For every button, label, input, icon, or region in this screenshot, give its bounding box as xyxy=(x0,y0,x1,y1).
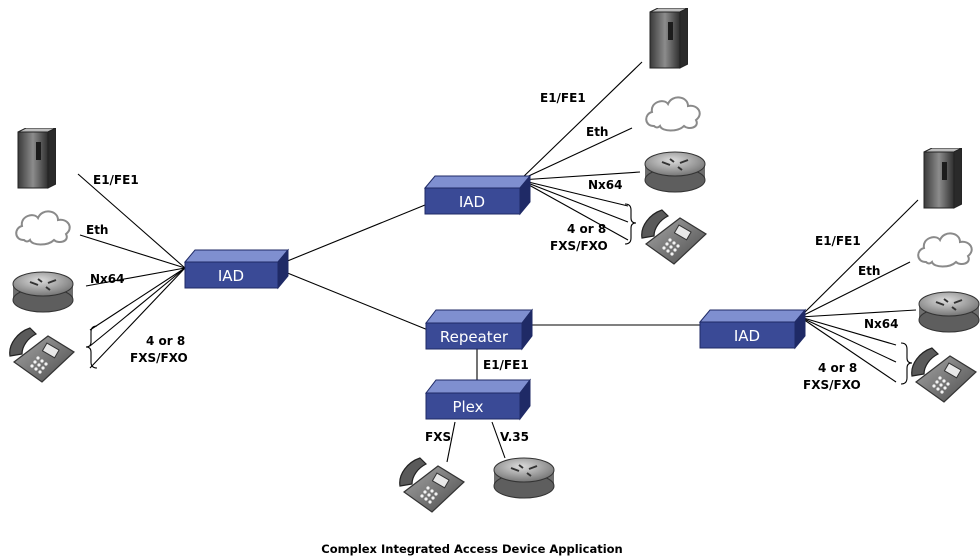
plex-label: Plex xyxy=(452,398,483,416)
iad-left: IAD xyxy=(183,248,290,290)
iad-right-label: IAD xyxy=(734,327,760,345)
right-ports-type: FXS/FXO xyxy=(803,378,861,392)
top-ports-type: FXS/FXO xyxy=(550,239,608,253)
left-ports-type: FXS/FXO xyxy=(130,351,188,365)
plex-fxs-label: FXS xyxy=(425,430,451,444)
link-iad-left-to-repeater xyxy=(284,271,429,331)
plex-device: Plex xyxy=(424,378,532,421)
phone-icon xyxy=(9,327,75,383)
repeater-e1-label: E1/FE1 xyxy=(483,358,529,372)
router-icon xyxy=(12,271,74,313)
diagram-caption: Complex Integrated Access Device Applica… xyxy=(321,542,622,556)
cloud-icon xyxy=(15,210,71,246)
repeater-label: Repeater xyxy=(440,328,509,346)
plex-v35-label: V.35 xyxy=(500,430,529,444)
server-icon xyxy=(17,128,56,189)
top-e1-label: E1/FE1 xyxy=(540,91,586,105)
router-icon xyxy=(493,457,555,499)
link-top-eth xyxy=(519,127,633,181)
link-plex-fxs xyxy=(446,421,456,463)
link-left-e1 xyxy=(77,173,186,269)
link-right-port-a xyxy=(799,316,897,346)
link-left-eth xyxy=(79,234,186,269)
top-nx64-label: Nx64 xyxy=(588,178,622,192)
link-right-eth xyxy=(799,261,911,318)
link-top-port-b xyxy=(519,179,629,223)
link-right-e1 xyxy=(799,199,919,318)
cloud-icon xyxy=(917,232,973,268)
link-left-port-b xyxy=(89,267,186,347)
cloud-icon xyxy=(645,96,701,132)
link-right-port-c xyxy=(799,316,897,383)
router-icon xyxy=(918,291,980,333)
repeater-device: Repeater xyxy=(424,308,534,351)
iad-left-label: IAD xyxy=(218,267,244,285)
top-port-brace xyxy=(624,203,637,245)
link-iad-left-to-iad-top xyxy=(284,204,426,263)
iad-right: IAD xyxy=(698,308,807,350)
link-top-e1 xyxy=(519,61,643,181)
left-port-brace xyxy=(85,325,98,369)
link-right-port-b xyxy=(799,316,897,363)
server-icon xyxy=(649,8,688,69)
right-eth-label: Eth xyxy=(858,264,880,278)
link-top-nx64 xyxy=(519,171,641,181)
phone-icon xyxy=(399,457,465,513)
right-e1-label: E1/FE1 xyxy=(815,234,861,248)
phone-icon xyxy=(911,347,977,403)
phone-icon xyxy=(641,209,707,265)
right-nx64-label: Nx64 xyxy=(864,317,898,331)
right-ports-count: 4 or 8 xyxy=(818,361,857,375)
top-eth-label: Eth xyxy=(586,125,608,139)
links xyxy=(77,61,919,463)
link-left-port-c xyxy=(89,267,186,369)
link-left-port-a xyxy=(89,267,186,331)
link-right-nx64 xyxy=(799,309,917,318)
router-icon xyxy=(644,151,706,193)
top-ports-count: 4 or 8 xyxy=(567,222,606,236)
link-plex-v35 xyxy=(491,421,506,459)
right-port-brace xyxy=(900,342,913,385)
link-top-port-c xyxy=(519,179,629,241)
left-eth-label: Eth xyxy=(86,223,108,237)
left-nx64-label: Nx64 xyxy=(90,272,124,286)
left-e1-label: E1/FE1 xyxy=(93,173,139,187)
iad-top-label: IAD xyxy=(459,193,485,211)
link-left-nx64 xyxy=(85,267,186,287)
server-icon xyxy=(923,148,962,209)
left-ports-count: 4 or 8 xyxy=(146,334,185,348)
iad-top: IAD xyxy=(423,174,532,216)
link-top-port-a xyxy=(519,179,629,207)
